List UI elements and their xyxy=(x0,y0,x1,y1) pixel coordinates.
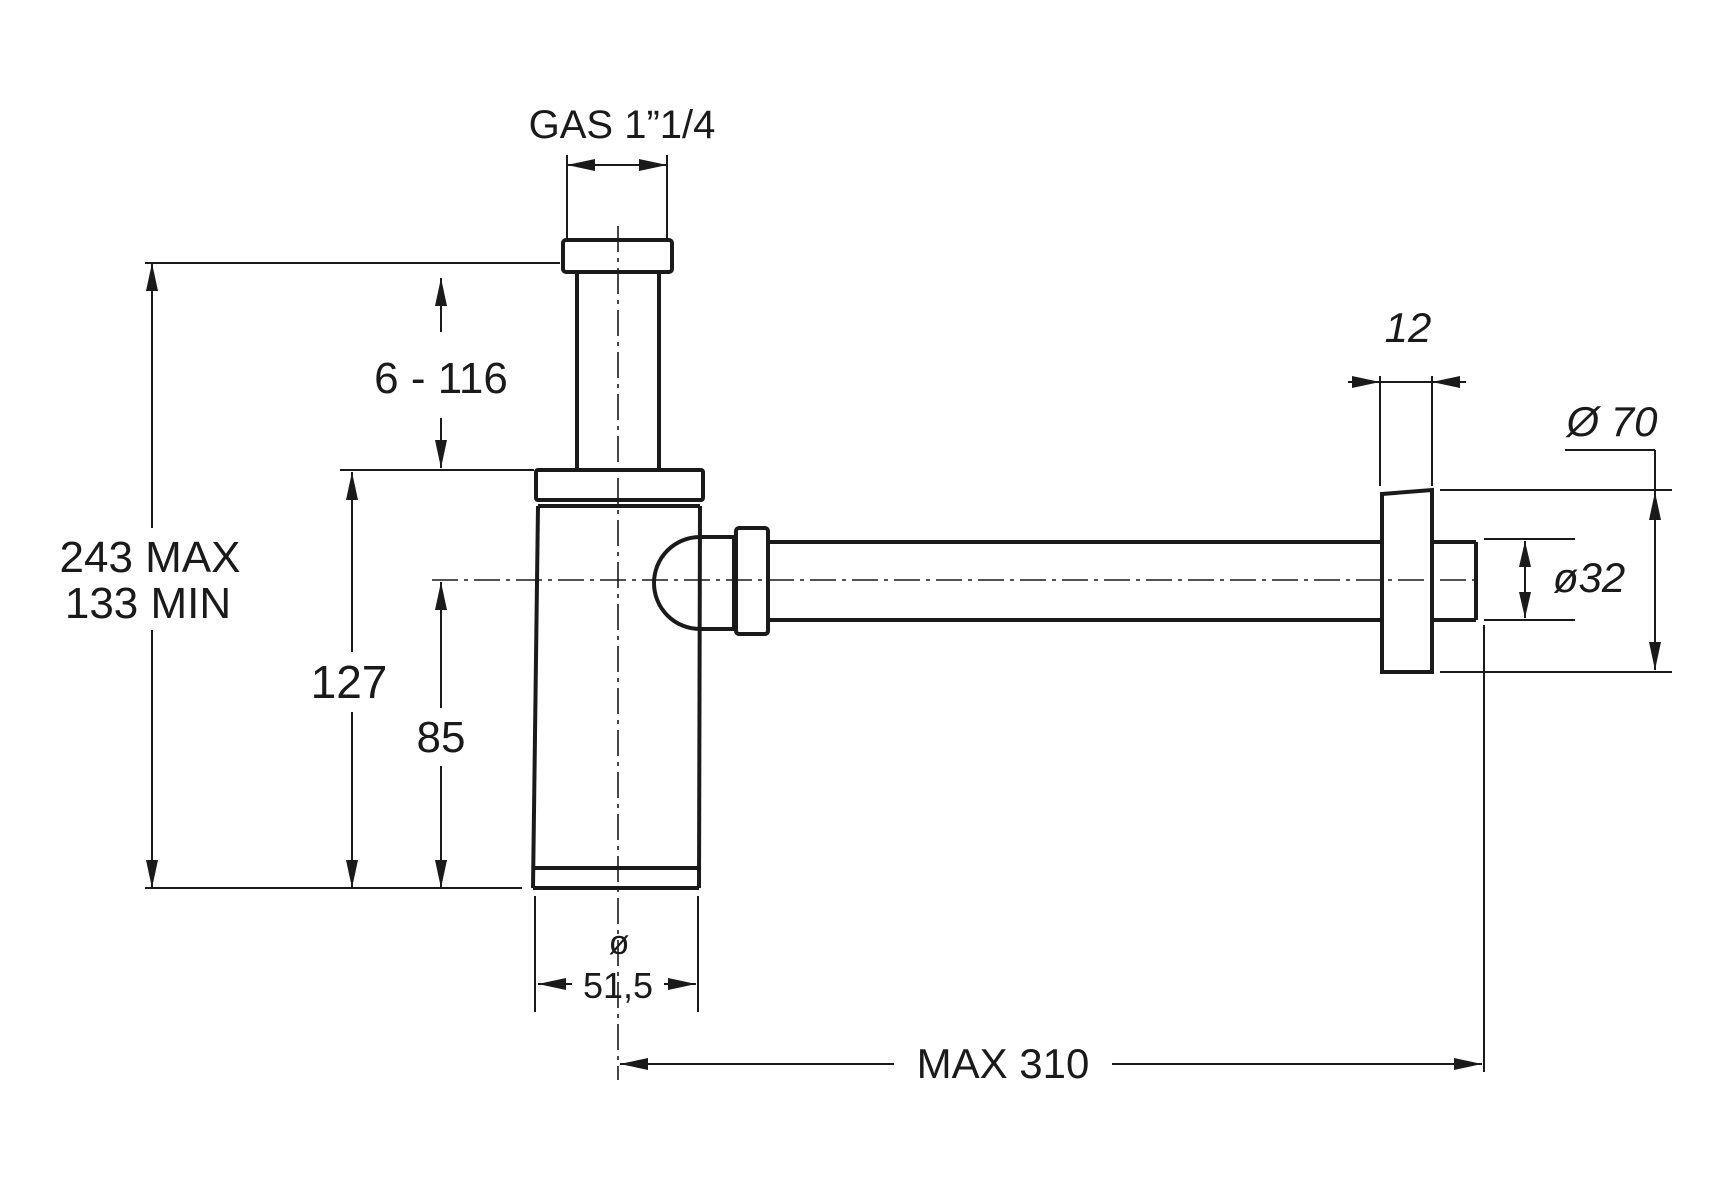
dim-85-arrow-top xyxy=(435,582,447,610)
dim-70-arrow-bottom xyxy=(1649,642,1661,670)
extension-lines xyxy=(145,155,1672,1072)
label-outlet-diameter: ø32 xyxy=(1553,554,1625,601)
bottle-body-left xyxy=(531,505,540,889)
dim-range-arrow-bottom xyxy=(435,440,447,468)
dim-max310-arrow-right xyxy=(1454,1058,1482,1070)
label-flange-diameter: Ø 70 xyxy=(1564,398,1658,445)
dim-overall-arrow-bottom xyxy=(146,860,158,888)
label-max-length: MAX 310 xyxy=(917,1040,1090,1087)
dim-127-arrow-bottom xyxy=(346,860,358,888)
trap-part-outline xyxy=(531,238,1478,890)
dimension-labels: GAS 1”1/4 6 - 116 243 MAX 133 MIN 127 85… xyxy=(60,103,1659,1087)
bottle-body-right xyxy=(697,505,702,889)
dim-body-arrow-right xyxy=(668,978,696,990)
label-gas-thread: GAS 1”1/4 xyxy=(529,103,716,147)
outlet-nut xyxy=(734,526,770,636)
label-overall-min: 133 MIN xyxy=(65,579,231,628)
label-overall-max: 243 MAX xyxy=(60,533,241,582)
wall-flange xyxy=(1380,487,1434,674)
dim-overall-arrow-top xyxy=(146,263,158,291)
label-height-range: 6 - 116 xyxy=(374,354,508,403)
label-127: 127 xyxy=(311,656,388,708)
label-body-diameter-symbol: ø xyxy=(609,924,630,962)
dim-85-arrow-bottom xyxy=(435,860,447,888)
label-85: 85 xyxy=(417,713,466,762)
dim-gas-arrow-right xyxy=(639,159,667,171)
dim-32-arrow-top xyxy=(1519,541,1531,567)
label-flange-width: 12 xyxy=(1385,304,1432,351)
dim-127-arrow-top xyxy=(346,472,358,500)
dim-range-arrow-top xyxy=(435,278,447,306)
dimension-lines xyxy=(146,159,1661,1070)
center-lines xyxy=(432,226,1475,1080)
dim-max310-arrow-left xyxy=(620,1058,648,1070)
dim-70-arrow-top xyxy=(1649,492,1661,520)
dim-12-arrow-left xyxy=(1352,376,1380,388)
dim-body-arrow-left xyxy=(538,978,566,990)
dim-32-arrow-bottom xyxy=(1519,592,1531,618)
dim-12-arrow-right xyxy=(1432,376,1460,388)
dim-gas-arrow-left xyxy=(567,159,595,171)
label-body-diameter-value: 51,5 xyxy=(583,965,653,1006)
collar-ring xyxy=(534,468,705,502)
outlet-elbow-dome xyxy=(652,535,733,631)
